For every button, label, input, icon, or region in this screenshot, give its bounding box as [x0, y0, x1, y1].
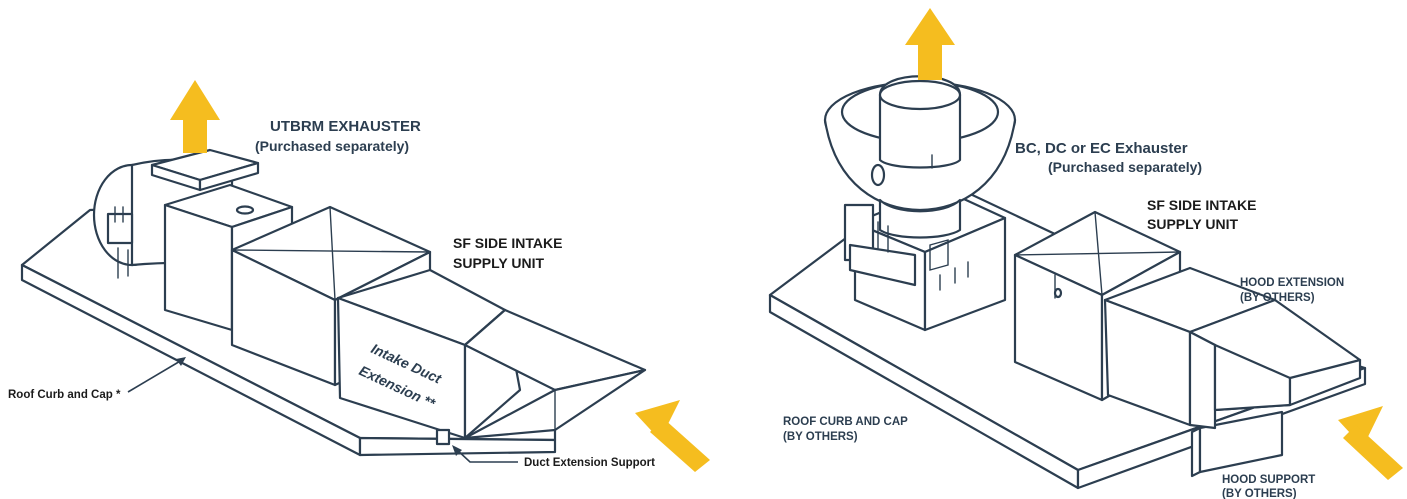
left-supply-label-1: SF SIDE INTAKE [453, 235, 562, 251]
right-hood-support-label-1: HOOD SUPPORT [1222, 474, 1315, 486]
left-exhaust-outlet [150, 148, 260, 192]
right-exhauster-title: BC, DC or EC Exhauster [1015, 140, 1188, 157]
right-hood-ext-label-2: (BY OTHERS) [1240, 292, 1315, 304]
right-supply-label-2: SUPPLY UNIT [1147, 216, 1238, 232]
left-intake-airflow-arrow-icon [635, 400, 710, 472]
left-duct-support-label: Duct Extension Support [524, 457, 655, 469]
right-roof-curb-label-2: (BY OTHERS) [783, 431, 858, 443]
left-roof-curb-label: Roof Curb and Cap * [8, 389, 121, 401]
right-exhauster [823, 75, 1017, 253]
right-assembly: BC, DC or EC Exhauster (Purchased separa… [768, 8, 1403, 499]
right-roof-curb-label-1: ROOF CURB AND CAP [783, 416, 908, 428]
right-exhaust-airflow-arrow-icon [905, 8, 955, 80]
left-supply-label-2: SUPPLY UNIT [453, 255, 544, 271]
left-roof-curb-leader [127, 359, 183, 393]
left-intake-duct-extension [336, 268, 647, 446]
right-hood-support [1190, 410, 1284, 478]
left-exhaust-airflow-arrow-icon [170, 80, 220, 153]
right-intake-airflow-arrow-icon [1338, 406, 1403, 480]
right-exhauster-note: (Purchased separately) [1048, 159, 1202, 175]
left-duct-support-leader [454, 447, 518, 463]
left-exhauster-note: (Purchased separately) [255, 138, 409, 154]
right-hood-ext-label-1: HOOD EXTENSION [1240, 277, 1344, 289]
right-supply-label-1: SF SIDE INTAKE [1147, 197, 1256, 213]
right-hood-extension [1103, 266, 1362, 430]
left-exhauster-title: UTBRM EXHAUSTER [270, 118, 421, 135]
left-assembly: UTBRM EXHAUSTER (Purchased separately) S… [8, 80, 710, 472]
right-hood-support-label-2: (BY OTHERS) [1222, 488, 1297, 499]
